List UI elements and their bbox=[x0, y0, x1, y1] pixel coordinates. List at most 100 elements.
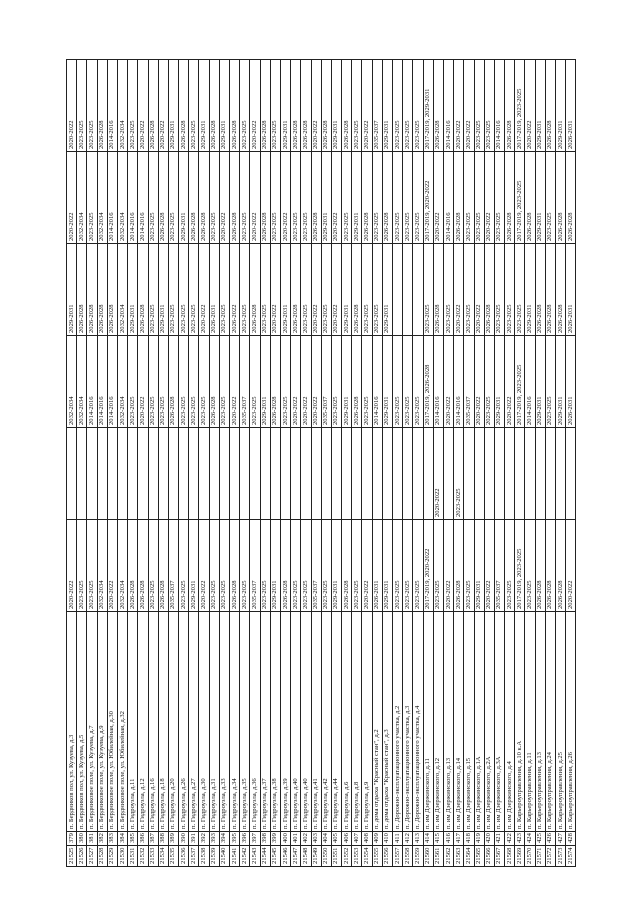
cell-period-4: 2026-2028 bbox=[290, 243, 301, 336]
cell-row-number: 420 bbox=[484, 831, 495, 846]
cell-period-2 bbox=[76, 427, 87, 520]
cell-period-4: 2023-2025 bbox=[494, 243, 505, 336]
cell-period-3: 2023-2025 bbox=[178, 335, 189, 428]
cell-period-2 bbox=[341, 427, 352, 520]
cell-period-4: 2020-2022 bbox=[311, 243, 322, 336]
cell-row-id: 21574 bbox=[565, 845, 576, 867]
cell-period-1: 2029-2031 bbox=[474, 519, 485, 612]
cell-period-3: 2023-2025 bbox=[361, 335, 373, 428]
cell-period-2 bbox=[229, 427, 240, 520]
cell-period-2 bbox=[555, 427, 566, 520]
cell-period-2 bbox=[484, 427, 495, 520]
cell-period-6: 2026-2028 bbox=[504, 59, 515, 152]
cell-period-6: 2026-2031 bbox=[565, 59, 576, 152]
cell-row-number: 426 bbox=[545, 831, 556, 846]
cell-period-1: 2029-2031 bbox=[382, 519, 393, 612]
cell-period-4: 2020-2022 bbox=[331, 243, 342, 336]
cell-period-3: 2023-2025 bbox=[545, 335, 556, 428]
cell-period-2 bbox=[260, 427, 271, 520]
cell-address: п. Гидроузла, д.9 bbox=[361, 611, 373, 832]
cell-period-2 bbox=[270, 427, 281, 520]
cell-address: п. Гидроузла, д.12 bbox=[137, 611, 148, 832]
cell-period-6: 2023-2025 bbox=[76, 59, 87, 152]
cell-period-1: 2017-2019, 2020-2022 bbox=[423, 519, 434, 612]
cell-period-3: 2020-2022 bbox=[229, 335, 240, 428]
cell-row-number: 394 bbox=[219, 831, 230, 846]
cell-period-1: 2023-2025 bbox=[148, 519, 159, 612]
cell-period-2 bbox=[148, 427, 159, 520]
cell-row-number: 408 bbox=[361, 831, 373, 846]
cell-row-id: 21551 bbox=[331, 845, 342, 867]
cell-address: п. Карьероуправления, д.10 к.А bbox=[514, 611, 525, 832]
cell-period-1: 2023-2025 bbox=[239, 519, 250, 612]
cell-period-3: 2026-2031 bbox=[565, 335, 576, 428]
cell-row-number: 385 bbox=[127, 831, 138, 846]
cell-row-id: 21559 bbox=[412, 845, 424, 867]
cell-period-3: 2020-2022 bbox=[137, 335, 148, 428]
cell-period-4: 2023-2025 bbox=[148, 243, 159, 336]
cell-period-1: 2023-2025 bbox=[504, 519, 515, 612]
cell-row-id: 21526 bbox=[76, 845, 87, 867]
cell-period-6: 2017-2019, 2029-2031 bbox=[423, 59, 434, 152]
cell-row-id: 21531 bbox=[127, 845, 138, 867]
cell-address: п. Гидроузла, д.18 bbox=[158, 611, 169, 832]
cell-period-4: 2023-2025 bbox=[514, 243, 525, 336]
cell-address: п. Дорожно-эксплуатационного участка, д.… bbox=[402, 611, 413, 832]
cell-period-1: 2032-2034 bbox=[117, 519, 128, 612]
cell-row-number: 423 bbox=[514, 831, 525, 846]
cell-period-4: 2026-2028 bbox=[86, 243, 98, 336]
cell-period-5: 2020-2022 bbox=[249, 151, 261, 244]
cell-address: п. им Дзержинского, д.11 bbox=[423, 611, 434, 832]
cell-row-number: 396 bbox=[239, 831, 250, 846]
cell-period-3: 2023-2025 bbox=[158, 335, 169, 428]
cell-period-5: 2023-2025 bbox=[209, 151, 220, 244]
cell-period-1: 2023-2025 bbox=[86, 519, 98, 612]
cell-period-4: 2026-2028 bbox=[535, 243, 546, 336]
cell-address: п. Гидроузла, д.44 bbox=[331, 611, 342, 832]
cell-period-4: 2026-2028 bbox=[137, 243, 148, 336]
cell-period-3: 2017-2019, 2026-2028 bbox=[423, 335, 434, 428]
cell-row-number: 392 bbox=[198, 831, 210, 846]
cell-row-id: 21556 bbox=[382, 845, 393, 867]
cell-period-2 bbox=[300, 427, 311, 520]
cell-period-4: 2026-2028 bbox=[433, 243, 444, 336]
cell-address: п. Гидроузла, д.35 bbox=[239, 611, 250, 832]
cell-period-5: 2023-2025 bbox=[300, 151, 311, 244]
cell-period-2 bbox=[137, 427, 148, 520]
cell-period-1: 2023-2025 bbox=[209, 519, 220, 612]
cell-period-2 bbox=[545, 427, 556, 520]
cell-period-1: 2026-2028 bbox=[341, 519, 352, 612]
cell-period-5: 2023-2025 bbox=[402, 151, 413, 244]
cell-period-5: 2029-2031 bbox=[535, 151, 546, 244]
cell-row-number: 414 bbox=[423, 831, 434, 846]
cell-period-6: 2020-2022 bbox=[463, 59, 474, 152]
cell-period-1: 2026-2028 bbox=[545, 519, 556, 612]
cell-period-2 bbox=[443, 427, 454, 520]
cell-period-1: 2023-2025 bbox=[290, 519, 301, 612]
cell-period-5: 2032-2034 bbox=[97, 151, 108, 244]
cell-period-6: 2026-2028 bbox=[300, 59, 311, 152]
cell-period-5: 2029-2031 bbox=[351, 151, 362, 244]
cell-period-5: 2014-2016 bbox=[443, 151, 454, 244]
cell-period-1: 2026-2028 bbox=[158, 519, 169, 612]
cell-period-5: 2023-2025 bbox=[494, 151, 505, 244]
cell-row-number: 413 bbox=[412, 831, 424, 846]
cell-row-number: 419 bbox=[474, 831, 485, 846]
cell-period-3: 2032-2034 bbox=[66, 335, 77, 428]
cell-period-5: 2026-2028 bbox=[260, 151, 271, 244]
cell-period-6: 2023-2025 bbox=[86, 59, 98, 152]
cell-row-id: 21541 bbox=[229, 845, 240, 867]
cell-row-number: 415 bbox=[433, 831, 444, 846]
cell-period-6: 2023-2025 bbox=[270, 59, 281, 152]
